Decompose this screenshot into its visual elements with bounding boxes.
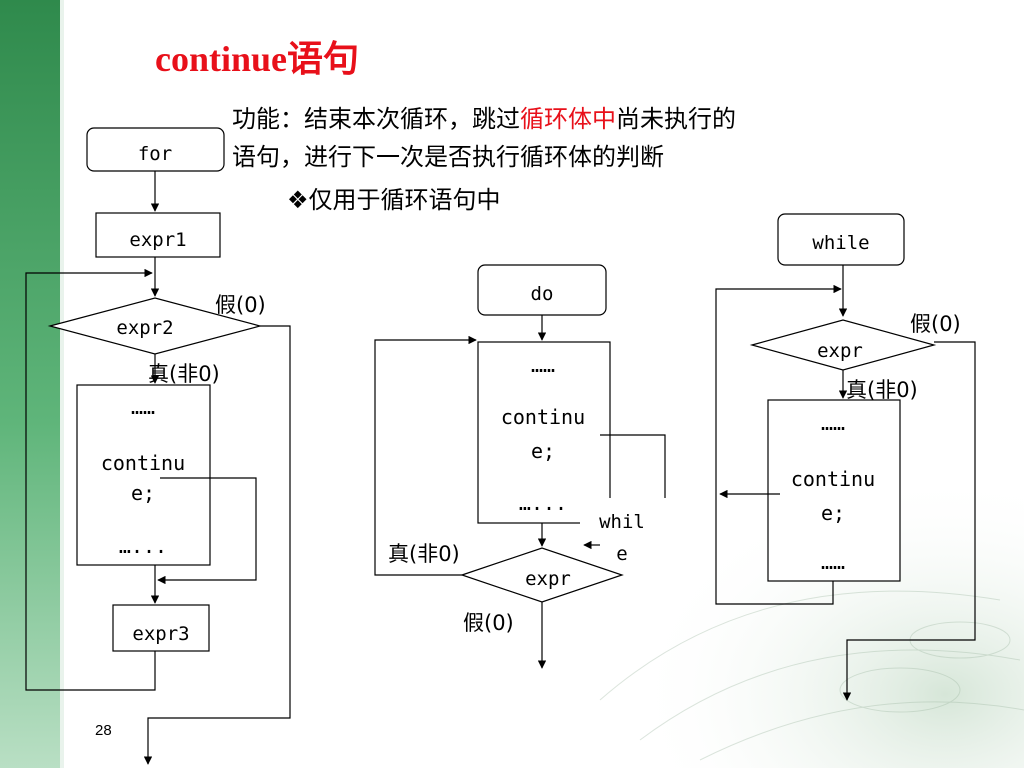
page-number: 28	[95, 722, 112, 739]
while-body-line3: e;	[821, 501, 845, 525]
do-body-line4: …...	[519, 491, 567, 515]
while-loop-labels: while expr 假(0) 真(非0) …… continu e; ……	[791, 232, 961, 574]
for-loop-labels: for expr1 expr2 假(0) 真(非0) …… continu e;…	[101, 143, 266, 645]
do-body-line3: e;	[531, 439, 555, 463]
do-while-line2: e	[616, 543, 627, 565]
do-loop-diagram	[374, 264, 666, 669]
do-true-label: 真(非0)	[388, 542, 460, 566]
while-loop-back	[715, 284, 842, 605]
for-body-line1: ……	[131, 395, 155, 419]
for-loop-diagram	[25, 127, 291, 765]
for-body-line4: …...	[119, 534, 167, 558]
while-start-label: while	[812, 232, 869, 254]
do-start-label: do	[531, 283, 554, 305]
for-continue-jump	[157, 477, 257, 585]
for-false-branch	[143, 325, 291, 765]
while-body-box	[767, 399, 901, 582]
slide-description: 功能：结束本次循环，跳过循环体中尚未执行的 语句，进行下一次是否执行循环体的判断	[232, 100, 992, 176]
background-decoration	[599, 590, 1024, 761]
do-condition-label: expr	[525, 568, 571, 590]
sidebar-stripe	[0, 0, 60, 768]
do-condition-diamond	[460, 547, 624, 603]
description-line1-after: 尚未执行的	[616, 105, 736, 133]
do-body-line1: ……	[531, 353, 555, 377]
while-false-branch	[842, 341, 976, 701]
for-init-label: expr1	[129, 229, 186, 251]
do-true-loop-back	[374, 335, 477, 576]
for-loop-back	[25, 268, 156, 691]
while-condition-label: expr	[817, 340, 863, 362]
for-condition-label: expr2	[116, 317, 173, 339]
do-body-line2: continu	[501, 405, 585, 429]
bullet-point: ❖仅用于循环语句中	[287, 186, 501, 214]
do-body-box	[477, 341, 611, 524]
for-increment-box	[112, 604, 210, 652]
while-body-line2: continu	[791, 467, 875, 491]
for-init-box	[95, 212, 221, 258]
do-while-line1: whil	[599, 511, 645, 533]
for-body-box	[76, 384, 211, 566]
description-highlight: 循环体中	[520, 105, 616, 133]
while-body-line4: ……	[821, 550, 845, 574]
for-true-label: 真(非0)	[148, 362, 220, 386]
sidebar-edge	[60, 0, 64, 768]
for-increment-label: expr3	[132, 623, 189, 645]
for-body-line2: continu	[101, 451, 185, 475]
do-continue-jump	[600, 434, 666, 498]
while-false-label: 假(0)	[910, 312, 961, 336]
while-condition-diamond	[749, 319, 937, 371]
do-loop-labels: do …… continu e; …... whil e expr 真(非0) …	[388, 283, 645, 635]
slide-title: continue语句	[155, 39, 360, 79]
do-false-label: 假(0)	[463, 611, 514, 635]
description-line2: 语句，进行下一次是否执行循环体的判断	[232, 143, 664, 171]
while-true-label: 真(非0)	[846, 378, 918, 402]
for-body-line3: e;	[131, 481, 155, 505]
while-start-box	[777, 213, 905, 266]
while-loop-diagram	[715, 213, 976, 701]
while-body-line1: ……	[821, 411, 845, 435]
for-start-label: for	[138, 143, 172, 165]
description-line1-before: 功能：结束本次循环，跳过	[232, 105, 520, 133]
do-while-box	[580, 498, 665, 571]
for-false-label: 假(0)	[215, 293, 266, 317]
